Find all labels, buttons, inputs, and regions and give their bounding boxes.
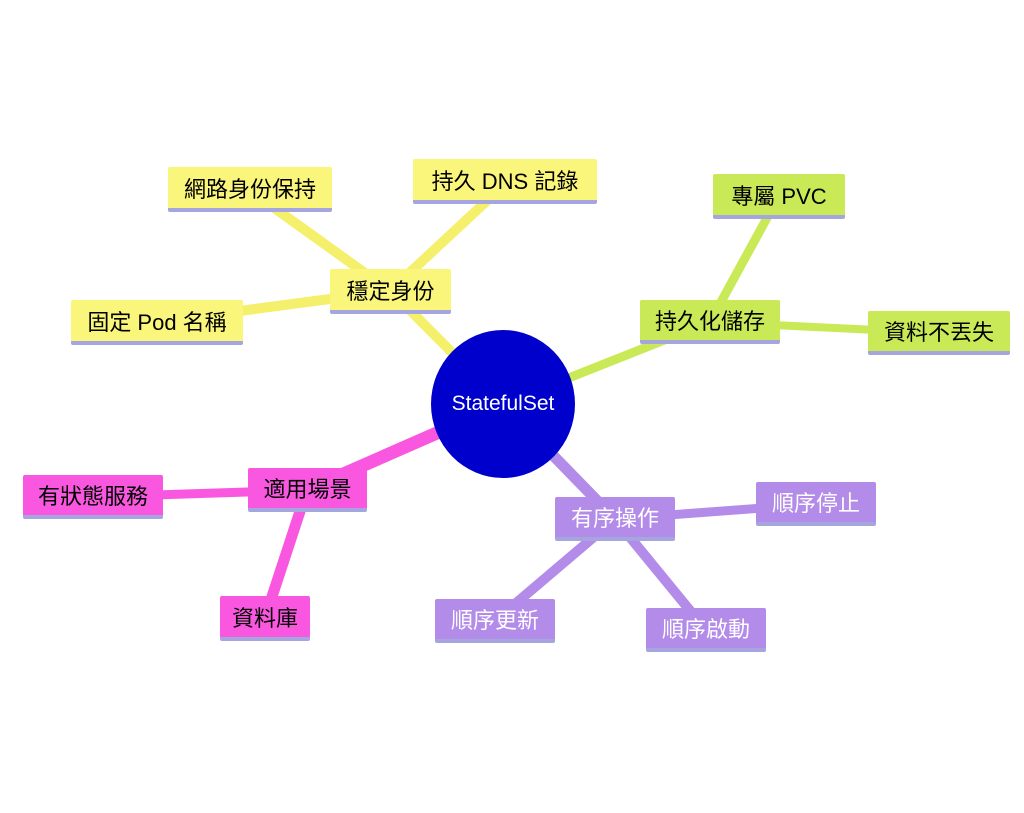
- node-label: 順序停止: [771, 491, 860, 516]
- node-use-cases: 適用場景: [248, 468, 367, 512]
- node-database: 資料庫: [220, 596, 310, 641]
- node-ordered-stop: 順序停止: [756, 482, 876, 526]
- node-persistent-storage: 持久化儲存: [640, 300, 780, 344]
- node-label: 網路身份保持: [183, 176, 316, 202]
- node-ordered-update: 順序更新: [435, 599, 555, 643]
- node-label: 順序啟動: [661, 617, 750, 642]
- node-dedicated-pvc: 專屬 PVC: [713, 174, 845, 219]
- node-label: 持久 DNS 記錄: [431, 168, 579, 194]
- node-label: 持久化儲存: [654, 309, 765, 334]
- node-label: 有序操作: [570, 506, 659, 531]
- node-label: 穩定身份: [346, 278, 435, 304]
- center-node-statefulset: StatefulSet: [431, 330, 575, 478]
- node-network-identity: 網路身份保持: [168, 167, 332, 212]
- node-label: 專屬 PVC: [731, 183, 827, 209]
- center-node-label: StatefulSet: [451, 392, 555, 415]
- node-persistent-dns: 持久 DNS 記錄: [413, 159, 597, 204]
- node-stable-identity: 穩定身份: [330, 269, 451, 314]
- node-label: 順序更新: [450, 608, 539, 633]
- node-label: 適用場景: [263, 477, 352, 502]
- node-no-data-loss: 資料不丟失: [868, 311, 1010, 355]
- node-fixed-pod-name: 固定 Pod 名稱: [71, 300, 243, 345]
- node-label: 資料不丟失: [883, 320, 994, 345]
- node-label: 固定 Pod 名稱: [87, 309, 227, 335]
- node-ordered-start: 順序啟動: [646, 608, 766, 652]
- node-stateful-service: 有狀態服務: [23, 475, 163, 519]
- node-ordered-operations: 有序操作: [555, 497, 675, 541]
- node-label: 資料庫: [231, 605, 298, 631]
- node-label: 有狀態服務: [37, 484, 148, 509]
